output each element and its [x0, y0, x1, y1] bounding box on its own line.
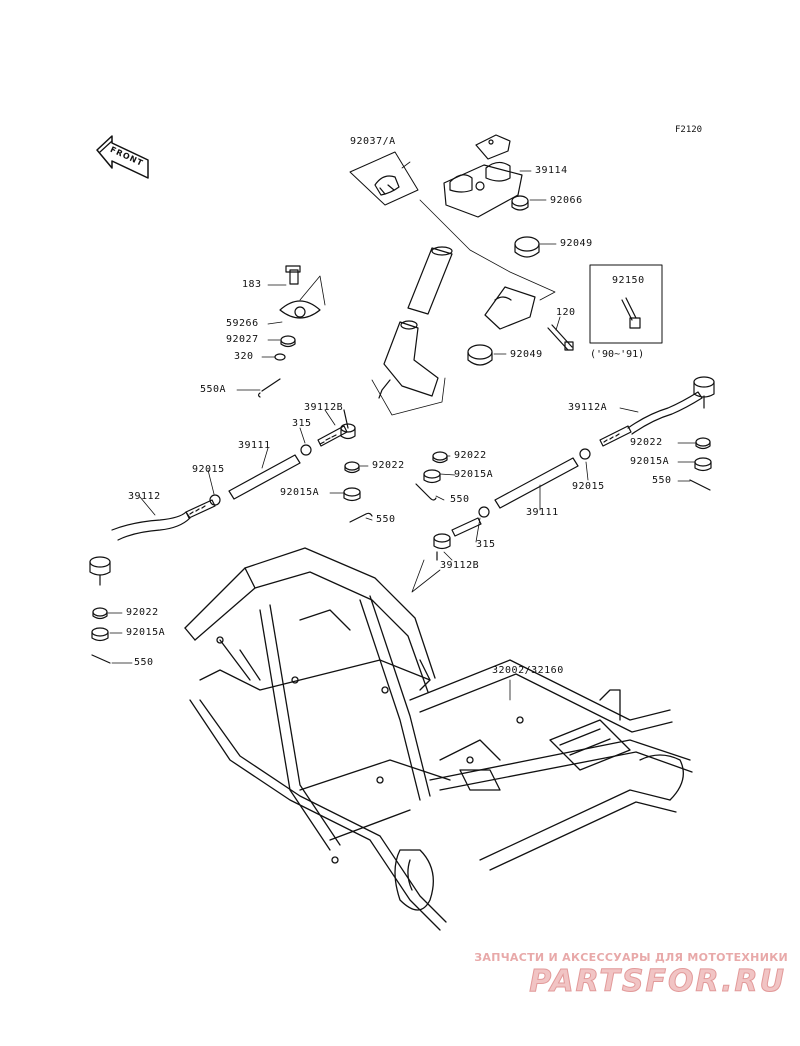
part-label: 32002/32160	[492, 665, 564, 676]
bushing-lower	[467, 344, 493, 366]
part-label: 39114	[535, 165, 568, 176]
part-label: 92015A	[280, 487, 320, 498]
bushing-upper	[514, 236, 540, 258]
part-label: 550	[652, 475, 672, 486]
part-label: 92027	[226, 334, 259, 345]
part-label: 92015A	[454, 469, 494, 480]
part-label: 92015	[192, 464, 225, 475]
tie-rod-end-right	[599, 376, 715, 491]
leader-lines	[107, 161, 697, 701]
part-label: 92022	[372, 460, 405, 471]
steering-holder-lower	[484, 286, 536, 330]
part-label: 550	[376, 514, 396, 525]
part-label: 92049	[560, 238, 593, 249]
part-label: 92037/A	[350, 136, 396, 147]
bracket-59266	[257, 265, 326, 398]
part-label: 92150	[612, 275, 645, 286]
part-label: 315	[292, 418, 312, 429]
part-label: 92022	[630, 437, 663, 448]
part-label: 550	[450, 494, 470, 505]
part-label: 315	[476, 539, 496, 550]
part-label: 183	[242, 279, 262, 290]
handlebar-clamp-upper	[443, 134, 523, 218]
part-label: 39112A	[568, 402, 608, 413]
watermark-logo: PARTSFOR.RU	[529, 964, 786, 1000]
part-label: 92022	[126, 607, 159, 618]
figure-ref-code: F2120	[675, 125, 703, 135]
handlebar-holder-lower	[349, 151, 419, 206]
part-label: 320	[234, 351, 254, 362]
tie-rod-left	[209, 409, 373, 523]
part-label: 59266	[226, 318, 259, 329]
inset-box	[589, 264, 663, 344]
steering-shaft	[407, 246, 453, 315]
part-label: 39111	[238, 440, 271, 451]
part-label: 120	[556, 307, 576, 318]
part-label: 92015	[572, 481, 605, 492]
bolt-120	[547, 324, 574, 351]
tie-rod-end-left	[89, 499, 216, 664]
part-label: 39112	[128, 491, 161, 502]
cap-92066	[511, 195, 529, 211]
part-label: 92015A	[126, 627, 166, 638]
part-label: 550	[134, 657, 154, 668]
front-arrow-icon	[96, 135, 149, 179]
watermark-tagline: ЗАПЧАСТИ И АКСЕССУАРЫ ДЛЯ МОТОТЕХНИКИ	[474, 951, 788, 964]
part-label: 550A	[200, 384, 227, 395]
inset-years-note: ('90~'91)	[590, 349, 645, 360]
part-label: 39111	[526, 507, 559, 518]
part-label: 92022	[454, 450, 487, 461]
tie-rod-right	[411, 448, 591, 593]
part-label: 92049	[510, 349, 543, 360]
part-label: 92066	[550, 195, 583, 206]
part-label: 39112B	[304, 402, 344, 413]
part-label: 39112B	[440, 560, 480, 571]
part-label: 92015A	[630, 456, 670, 467]
pitman-arm	[371, 320, 446, 416]
frame-32002	[184, 547, 693, 931]
